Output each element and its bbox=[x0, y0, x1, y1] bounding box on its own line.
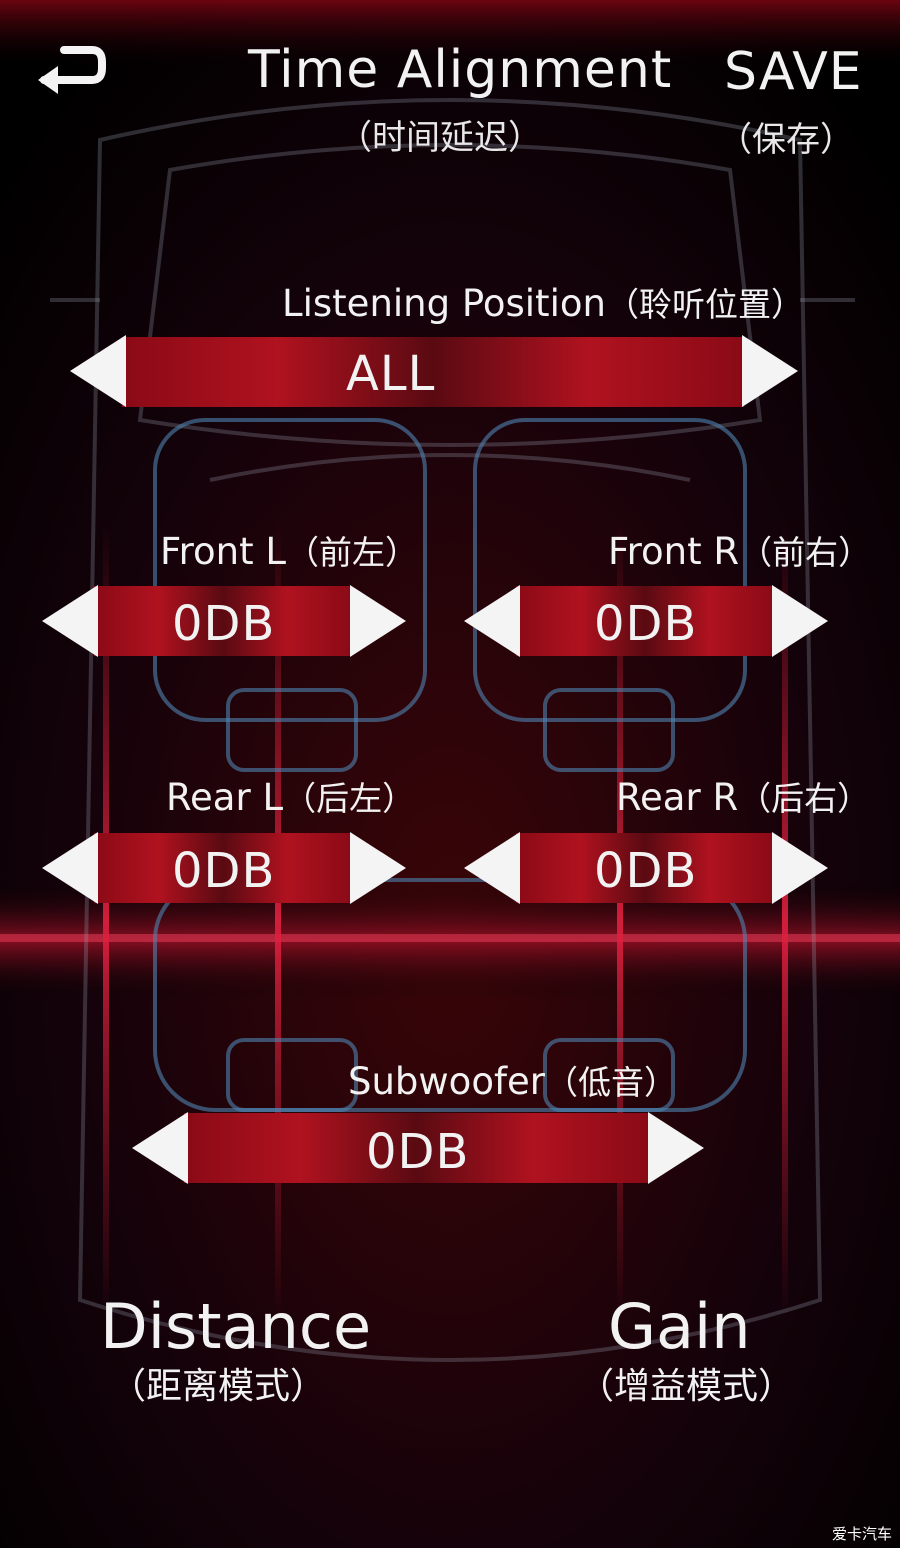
listening-position-label-cn: （聆听位置） bbox=[605, 285, 804, 324]
page-title: Time Alignment bbox=[248, 40, 673, 100]
subwoofer-increase-arrow[interactable] bbox=[648, 1112, 704, 1184]
distance-mode-label: Distance bbox=[100, 1290, 372, 1363]
front-l-value: 0DB bbox=[172, 596, 276, 652]
distance-mode-button[interactable]: Distance （距离模式） bbox=[100, 1290, 372, 1410]
rear-l-label-en: Rear L bbox=[166, 776, 284, 819]
gain-mode-label-cn: （增益模式） bbox=[578, 1366, 795, 1407]
subwoofer-label: Subwoofer（低音） bbox=[348, 1056, 677, 1104]
gain-mode-button[interactable]: Gain （增益模式） bbox=[578, 1290, 795, 1410]
page-title-cn: （时间延迟） bbox=[338, 118, 542, 158]
save-button-cn: （保存） bbox=[718, 120, 854, 160]
rear-r-value: 0DB bbox=[594, 843, 698, 899]
listening-prev-arrow[interactable] bbox=[70, 335, 126, 407]
listening-position-value: ALL bbox=[346, 346, 436, 402]
back-button[interactable] bbox=[30, 38, 108, 98]
front-r-label-cn: （前右） bbox=[739, 533, 872, 572]
rear-l-increase-arrow[interactable] bbox=[350, 832, 406, 904]
rear-r-increase-arrow[interactable] bbox=[772, 832, 828, 904]
front-r-label: Front R（前右） bbox=[608, 526, 871, 574]
listening-next-arrow[interactable] bbox=[742, 335, 798, 407]
rear-l-label-cn: （后左） bbox=[283, 779, 416, 818]
front-l-label-en: Front L bbox=[160, 530, 286, 573]
rear-l-value: 0DB bbox=[172, 843, 276, 899]
subwoofer-bar bbox=[184, 1113, 650, 1183]
rear-r-bar bbox=[516, 833, 774, 903]
front-r-value: 0DB bbox=[594, 596, 698, 652]
front-l-decrease-arrow[interactable] bbox=[42, 585, 98, 657]
distance-mode-label-cn: （距离模式） bbox=[110, 1366, 327, 1407]
front-l-bar bbox=[94, 586, 352, 656]
listening-position-bar bbox=[122, 337, 744, 407]
listening-position-label-en: Listening Position bbox=[282, 282, 606, 325]
rear-r-decrease-arrow[interactable] bbox=[464, 832, 520, 904]
front-l-label: Front L（前左） bbox=[160, 526, 418, 574]
front-l-label-cn: （前左） bbox=[285, 533, 418, 572]
return-arrow-icon bbox=[38, 46, 106, 94]
watermark: 爱卡汽车 bbox=[832, 1525, 893, 1543]
front-r-decrease-arrow[interactable] bbox=[464, 585, 520, 657]
rear-l-bar bbox=[94, 833, 352, 903]
front-r-label-en: Front R bbox=[608, 530, 740, 573]
front-r-increase-arrow[interactable] bbox=[772, 585, 828, 657]
subwoofer-label-en: Subwoofer bbox=[348, 1060, 545, 1103]
rear-l-label: Rear L（后左） bbox=[166, 772, 415, 820]
rear-l-decrease-arrow[interactable] bbox=[42, 832, 98, 904]
rear-r-label-cn: （后右） bbox=[738, 779, 871, 818]
subwoofer-decrease-arrow[interactable] bbox=[132, 1112, 188, 1184]
front-r-bar bbox=[516, 586, 774, 656]
subwoofer-label-cn: （低音） bbox=[544, 1063, 677, 1102]
rear-r-label-en: Rear R bbox=[616, 776, 739, 819]
gain-mode-label: Gain bbox=[608, 1290, 751, 1363]
front-l-increase-arrow[interactable] bbox=[350, 585, 406, 657]
subwoofer-value: 0DB bbox=[366, 1124, 470, 1180]
rear-r-label: Rear R（后右） bbox=[616, 772, 870, 820]
save-button[interactable]: SAVE bbox=[724, 42, 863, 102]
listening-position-label: Listening Position（聆听位置） bbox=[282, 278, 804, 326]
